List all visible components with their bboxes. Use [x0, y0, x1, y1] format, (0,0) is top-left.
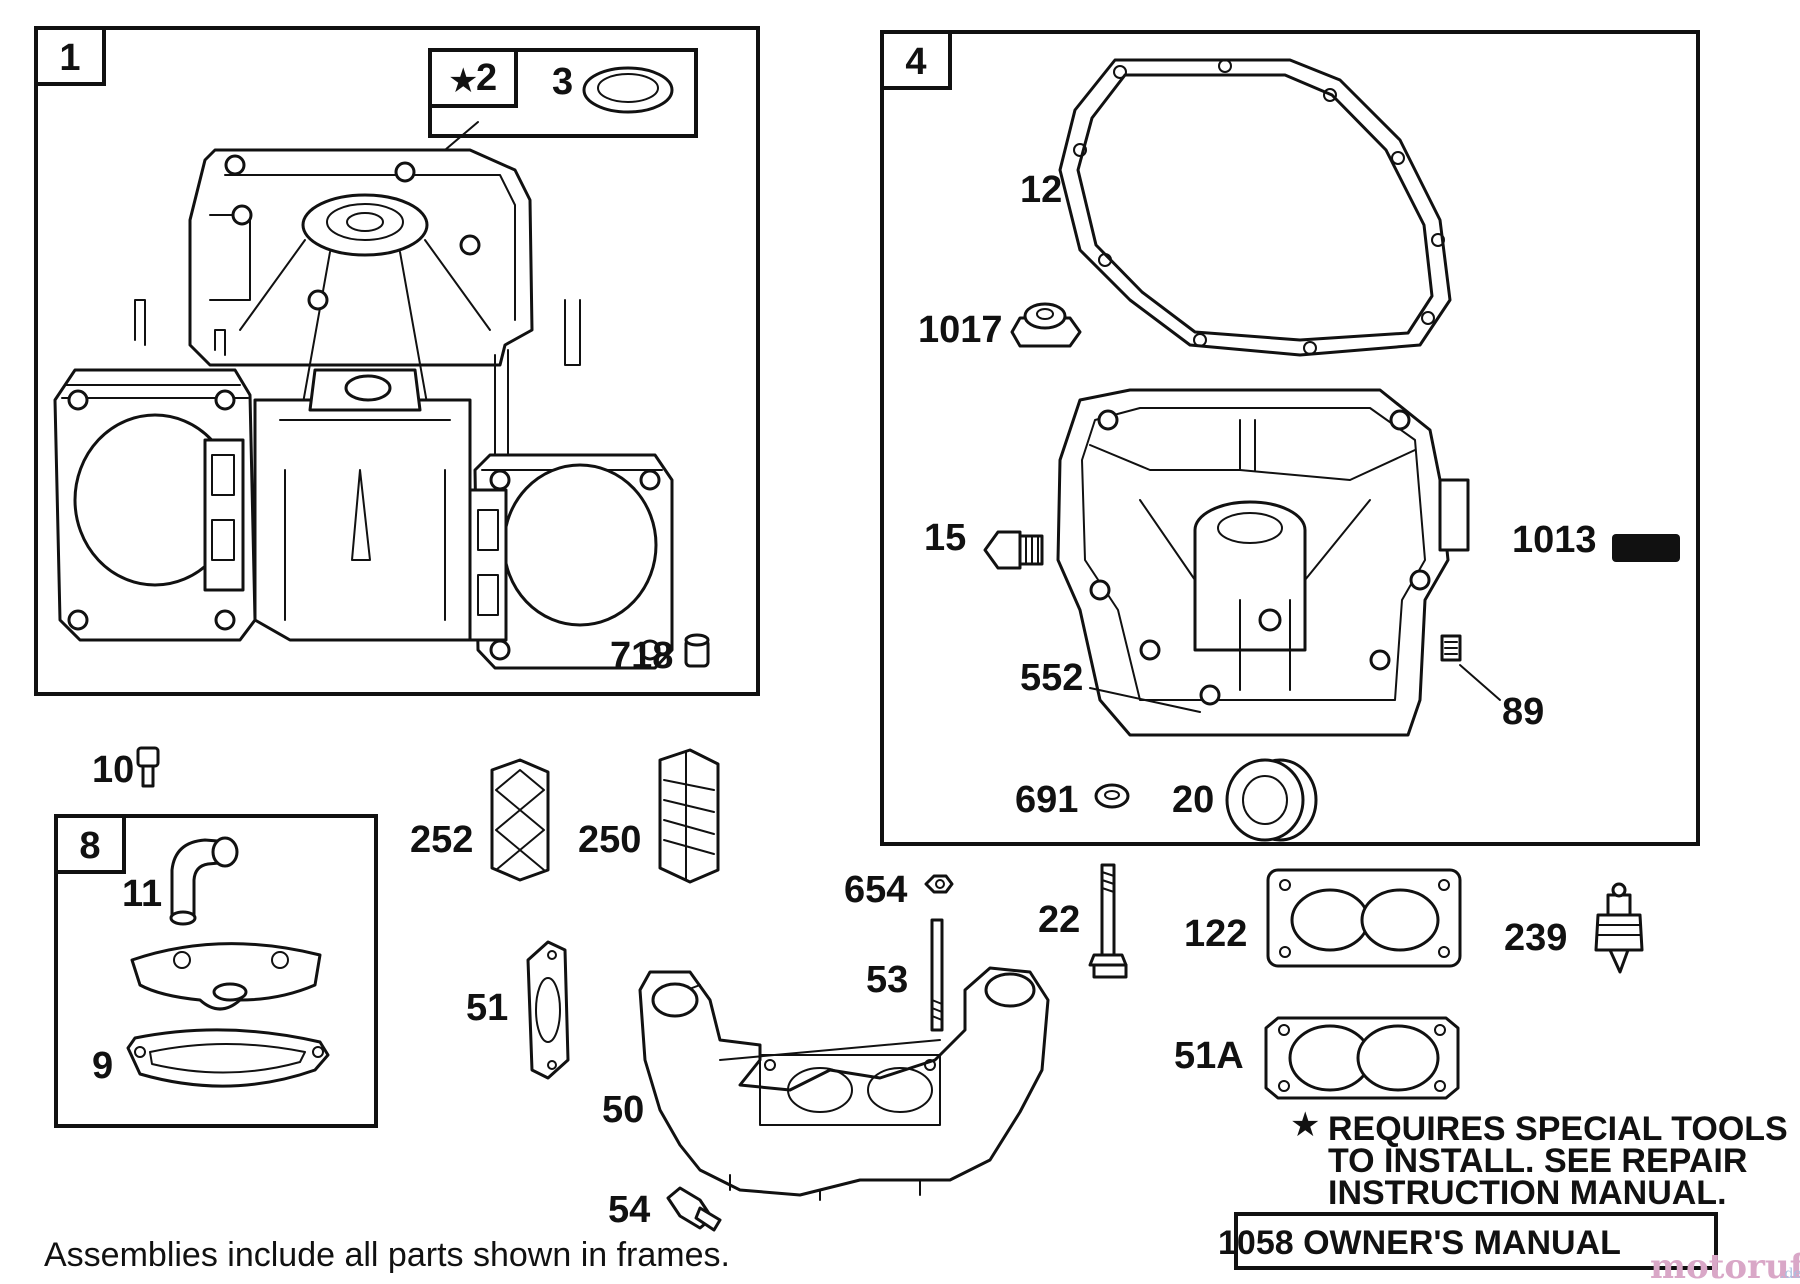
bolt-part-10: [136, 746, 160, 788]
part-label-2: 2: [476, 57, 497, 99]
gasket-part-51: [526, 940, 570, 1080]
part-label-50: 50: [602, 1089, 644, 1131]
part-label-51: 51: [466, 987, 508, 1029]
watermark-text: motoruf: [1650, 1247, 1800, 1284]
filter-part-250: [658, 748, 720, 884]
part-label-552: 552: [1020, 657, 1083, 699]
watermark-suffix: .de: [1780, 1266, 1800, 1282]
note-line-3: INSTRUCTION MANUAL.: [1328, 1174, 1727, 1212]
seal-ring-part-3: [582, 66, 674, 114]
part-label-1058: 1058 OWNER'S MANUAL: [1218, 1224, 1621, 1262]
breather-cover-part-8: [130, 942, 322, 1011]
part-label-53: 53: [866, 959, 908, 1001]
plug-part-15: [983, 530, 1044, 570]
cylinder-block-part-1: [53, 148, 674, 670]
washer-part-691: [1094, 783, 1130, 809]
bolt-part-22: [1088, 863, 1128, 979]
part-label-691: 691: [1015, 779, 1078, 821]
sealant-part-1013: [1612, 534, 1680, 562]
watermark-logo: motoruf .de: [1650, 1247, 1800, 1284]
part-label-718: 718: [610, 635, 673, 677]
frame-number-8: 8: [79, 825, 100, 867]
oil-seal-part-20: [1225, 758, 1318, 842]
special-tools-note: ★ REQUIRES SPECIAL TOOLS TO INSTALL. SEE…: [1290, 1106, 1788, 1212]
frame-number-1: 1: [59, 37, 80, 79]
bolt-part-54: [666, 1186, 722, 1232]
owners-manual-part-1058: 1058 OWNER'S MANUAL: [1218, 1212, 1718, 1270]
intake-manifold-part-50: [638, 966, 1050, 1201]
part-label-22: 22: [1038, 899, 1080, 941]
spacer-part-122: [1266, 868, 1462, 968]
part-label-122: 122: [1184, 913, 1247, 955]
gasket-part-51a: [1264, 1016, 1460, 1100]
part-label-1017: 1017: [918, 309, 1003, 351]
note-line-2: TO INSTALL. SEE REPAIR: [1328, 1142, 1747, 1180]
part-label-51a: 51A: [1174, 1035, 1244, 1077]
part-label-1013: 1013: [1512, 519, 1597, 561]
note-line-1: REQUIRES SPECIAL TOOLS: [1328, 1110, 1788, 1148]
part-label-15: 15: [924, 517, 966, 559]
frame-number-4: 4: [905, 41, 926, 83]
solenoid-part-239: [1594, 882, 1644, 974]
part-label-89: 89: [1502, 691, 1544, 733]
gasket-part-12: [1058, 58, 1452, 357]
filter-part-252: [490, 758, 550, 882]
frame-8-breather-assembly: 8 11 9: [54, 814, 378, 1128]
tube-part-11: [169, 836, 239, 926]
part-label-12: 12: [1020, 169, 1062, 211]
cylinder-icon-part-718: [684, 633, 710, 668]
breather-part-1017: [1010, 302, 1082, 348]
crankcase-cover-body: [1056, 388, 1470, 737]
part-label-239: 239: [1504, 917, 1567, 959]
nut-part-654: [924, 874, 954, 894]
stud-part-53: [930, 918, 944, 1032]
part-label-54: 54: [608, 1189, 650, 1231]
frame-1-cylinder-assembly: 1 ★ 2 3: [34, 26, 760, 696]
star-mark: ★: [448, 62, 478, 100]
part-label-9: 9: [92, 1045, 113, 1087]
part-label-11: 11: [122, 873, 162, 915]
note-star: ★: [1290, 1106, 1320, 1144]
gasket-part-9: [126, 1028, 330, 1088]
frame-4-crankcase-cover: 4 12 1017: [880, 30, 1700, 846]
part-label-3: 3: [552, 61, 573, 103]
part-label-20: 20: [1172, 779, 1214, 821]
part-label-250: 250: [578, 819, 641, 861]
screw-part-89: [1440, 634, 1462, 662]
part-label-252: 252: [410, 819, 473, 861]
part-label-654: 654: [844, 869, 907, 911]
part-label-10: 10: [92, 749, 134, 791]
footer-note: Assemblies include all parts shown in fr…: [44, 1236, 730, 1274]
